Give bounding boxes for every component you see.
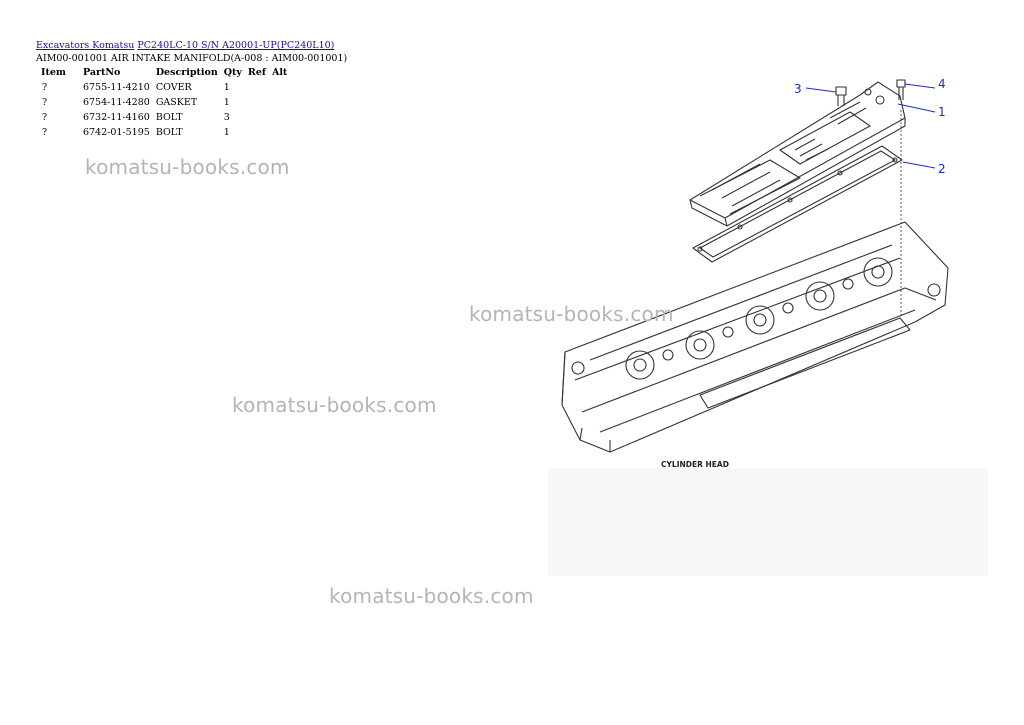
watermark: komatsu-books.com [469, 302, 674, 326]
column-header-partno: PartNo [82, 67, 121, 78]
cell-alt [269, 95, 290, 110]
cell-description: COVER [155, 82, 192, 93]
cell-item: ? [42, 82, 48, 93]
gasket-drawing [692, 145, 903, 263]
table-header-row: Item PartNo Description Qty Ref Alt [37, 66, 290, 80]
diagram-shade [548, 468, 988, 576]
cell-item: ? [42, 127, 48, 138]
cell-description: BOLT [155, 127, 183, 138]
table-row: ? 6732-11-4160 BOLT 3 [37, 110, 290, 125]
cell-qty: 1 [223, 97, 230, 108]
cover-drawing [689, 81, 906, 227]
cell-item: ? [42, 97, 48, 108]
watermark: komatsu-books.com [232, 393, 437, 417]
breadcrumb: Excavators Komatsu PC240LC-10 S/N A20001… [36, 40, 334, 51]
cell-partno: 6742-01-5195 [82, 127, 150, 138]
callout-3: 3 [794, 82, 802, 96]
cell-qty: 1 [223, 127, 230, 138]
column-header-qty: Qty [223, 67, 242, 78]
cell-partno: 6754-11-4280 [82, 97, 150, 108]
cell-partno: 6732-11-4160 [82, 112, 150, 123]
cell-alt [269, 110, 290, 125]
diagram-caption: CYLINDER HEAD [661, 460, 729, 469]
callout-2: 2 [938, 162, 946, 176]
cell-ref [245, 80, 269, 95]
breadcrumb-link-model[interactable]: PC240LC-10 S/N A20001-UP(PC240L10) [137, 40, 335, 51]
column-header-item: Item [41, 67, 66, 78]
cell-item: ? [42, 112, 48, 123]
bolt-3-drawing [835, 86, 847, 106]
callout-4: 4 [938, 77, 946, 91]
cell-ref [245, 110, 269, 125]
breadcrumb-link-excavators[interactable]: Excavators Komatsu [36, 40, 135, 51]
section-title: AIM00-001001 AIR INTAKE MANIFOLD(A-008 :… [36, 53, 348, 64]
column-header-alt: Alt [271, 67, 288, 78]
cell-qty: 1 [223, 82, 230, 93]
column-header-ref: Ref [247, 67, 266, 78]
cell-ref [245, 95, 269, 110]
table-row: ? 6755-11-4210 COVER 1 [37, 80, 290, 95]
bolt-4-drawing [896, 79, 906, 100]
cylinder-head-drawing [561, 221, 949, 453]
table-row: ? 6754-11-4280 GASKET 1 [37, 95, 290, 110]
watermark: komatsu-books.com [329, 584, 534, 608]
watermark: komatsu-books.com [85, 155, 290, 179]
exploded-parts-diagram: 1 2 3 4 CYLINDER HEAD [561, 77, 949, 469]
cell-description: BOLT [155, 112, 183, 123]
callout-1: 1 [938, 105, 946, 119]
column-header-description: Description [155, 67, 218, 78]
cell-qty: 3 [223, 112, 230, 123]
cell-description: GASKET [155, 97, 198, 108]
table-row: ? 6742-01-5195 BOLT 1 [37, 125, 290, 140]
cell-partno: 6755-11-4210 [82, 82, 150, 93]
cell-ref [245, 125, 269, 140]
cell-alt [269, 125, 290, 140]
parts-table: Item PartNo Description Qty Ref Alt ? 67… [37, 66, 290, 140]
cell-alt [269, 80, 290, 95]
